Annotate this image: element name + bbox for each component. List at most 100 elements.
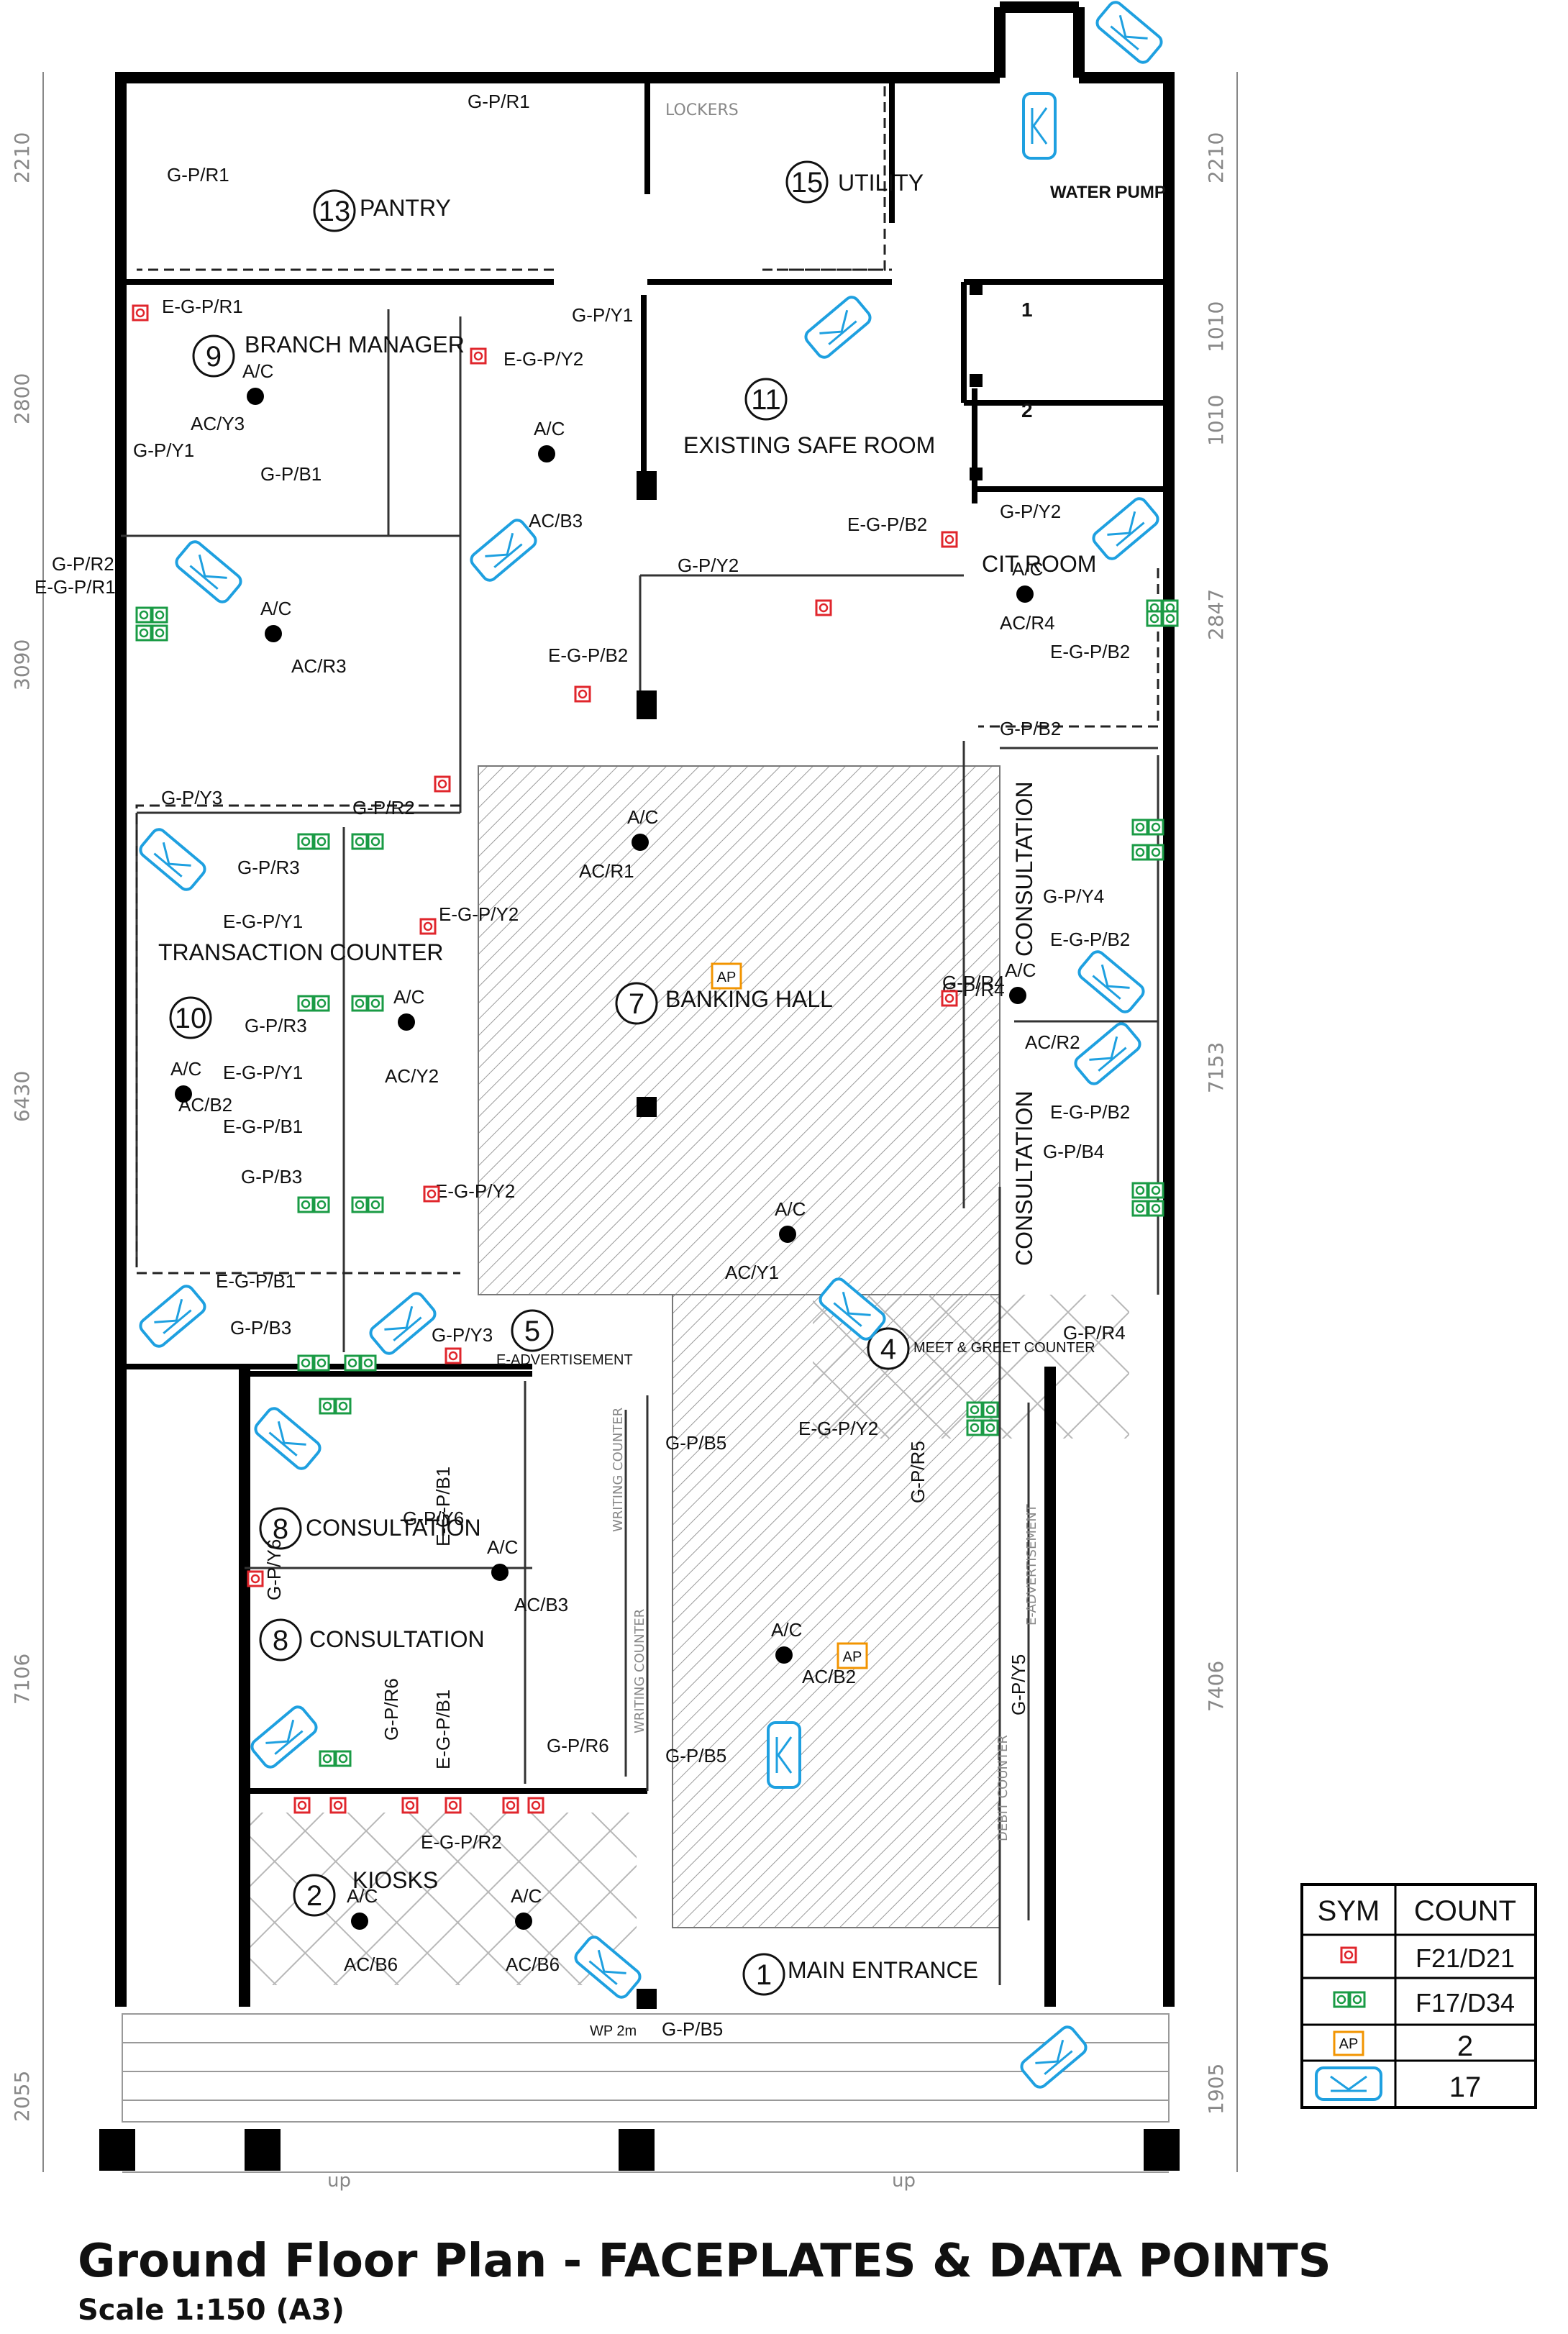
dim-right-3: 1010 (1204, 395, 1228, 446)
cctv-camera-icon (1074, 1022, 1141, 1085)
access-point-icon (1333, 2030, 1364, 2056)
faceplate-green-icon (367, 995, 384, 1012)
cctv-camera-icon (1020, 2025, 1088, 2089)
cctv-camera-icon (1077, 950, 1145, 1013)
room-name-safe-room: EXISTING SAFE ROOM (683, 432, 935, 458)
dim-right-7: 1905 (1204, 2064, 1228, 2115)
circuit-label: E-ADVERTISEMENT (496, 1352, 633, 1368)
faceplate-green-icon (1131, 1200, 1149, 1217)
faceplate-green-icon (982, 1401, 999, 1418)
faceplate-green-icon (351, 995, 368, 1012)
faceplate-red-icon (445, 1797, 462, 1814)
circuit-label: AC/R1 (579, 860, 634, 882)
ac-label: A/C (393, 986, 424, 1008)
room-number-1: 1 (756, 1959, 772, 1991)
faceplate-green-icon-socket (370, 998, 380, 1008)
faceplate-green-icon-socket (1135, 1185, 1145, 1195)
room-number-2: 2 (306, 1880, 322, 1912)
faceplate-green-icon (1162, 610, 1179, 627)
room-number-11: 11 (751, 384, 781, 416)
ac-label: A/C (771, 1619, 802, 1641)
toilet-2-label: 2 (1021, 399, 1033, 421)
faceplate-green-icon-socket (363, 1358, 373, 1368)
circuit-label: E-G-P/B2 (847, 514, 927, 535)
faceplate-green-icon (351, 833, 368, 850)
circuit-label: E-G-P/R2 (421, 1831, 502, 1853)
faceplate-red-icon (329, 1797, 347, 1814)
circuit-label: G-P/R6 (547, 1735, 609, 1756)
circuit-label: G-P/B5 (665, 1432, 726, 1454)
faceplate-green-icon-socket (1151, 822, 1161, 832)
circuit-label: E-G-P/Y1 (223, 911, 303, 932)
faceplate-green-icon (297, 1354, 314, 1372)
faceplate-green-icon-socket (1151, 1203, 1161, 1213)
stair-label-right: up (892, 2170, 916, 2192)
faceplate-red-icon-socket (427, 1189, 437, 1199)
faceplate-green-icon-socket (1151, 847, 1161, 857)
legend-count-green: F17/D34 (1416, 1988, 1515, 2018)
circuit-label: AC/B2 (802, 1666, 856, 1687)
access-point-icon (837, 1642, 868, 1669)
debit-counter-vertical: DEBIT COUNTER (995, 1735, 1011, 1841)
cctv-camera-icon (139, 828, 206, 891)
ac-label: A/C (534, 418, 565, 439)
circuit-label: G-P/Y6 (263, 1539, 285, 1600)
faceplate-green-icon-socket (347, 1358, 357, 1368)
faceplate-green-icon (313, 1354, 330, 1372)
room-name-consultation-a: CONSULTATION (306, 1515, 481, 1541)
faceplate-red-icon-socket (448, 1351, 458, 1361)
faceplate-green-icon-socket (1135, 1203, 1145, 1213)
circuit-label: G-P/Y1 (133, 439, 194, 461)
plan-scale: Scale 1:150 (A3) (78, 2294, 345, 2327)
faceplate-green-icon (1131, 819, 1149, 836)
faceplate-green-icon (297, 995, 314, 1012)
circuit-label: AC/Y1 (725, 1262, 779, 1283)
ac-label: A/C (775, 1198, 806, 1220)
faceplate-red-icon-socket (819, 603, 829, 613)
columns (99, 282, 1180, 2171)
legend-count-camera: 17 (1449, 2071, 1482, 2103)
faceplate-green-icon-socket (301, 998, 311, 1008)
cit-room-label: CIT ROOM (982, 551, 1096, 577)
faceplate-green-icon-socket (155, 610, 165, 620)
circuit-label: AC/R3 (291, 655, 347, 677)
faceplate-green-icon-socket (301, 1358, 311, 1368)
circuit-label: AC/B6 (344, 1954, 398, 1975)
faceplate-red-icon (401, 1797, 419, 1814)
faceplate-red-icon-socket (333, 1800, 343, 1810)
faceplate-red-icon (1340, 1946, 1357, 1964)
room-name-banking-hall: BANKING HALL (665, 986, 833, 1012)
faceplate-red-icon-socket (944, 534, 954, 544)
faceplate-red-icon (574, 685, 591, 703)
faceplate-green-icon-socket (970, 1405, 980, 1415)
faceplate-green-icon (1147, 844, 1164, 861)
faceplate-green-icon-socket (370, 1200, 380, 1210)
circuit-label: G-P/R2 (52, 553, 114, 575)
circuit-label: E-G-P/B1 (216, 1270, 296, 1292)
circuit-label: AC/B6 (506, 1954, 560, 1975)
circuit-label: G-P/R5 (907, 1441, 929, 1503)
faceplate-green-icon (313, 1196, 330, 1213)
ac-point-icon (491, 1564, 509, 1581)
writing-counter-1: WRITING COUNTER (611, 1408, 626, 1532)
cctv-camera-icon (470, 519, 537, 582)
faceplate-green-icon-socket (1151, 1185, 1161, 1195)
legend-header-sym: SYM (1318, 1895, 1380, 1927)
faceplate-green-icon-socket (139, 628, 149, 638)
room-name-meet-greet: MEET & GREET COUNTER (913, 1340, 1095, 1356)
cctv-camera-icon (175, 540, 242, 603)
ac-label: A/C (170, 1058, 201, 1080)
circuit-label: G-P/B1 (260, 463, 322, 485)
faceplate-red-icon (423, 1185, 440, 1203)
circuit-label: G-P/Y6 (403, 1508, 464, 1529)
room-number-7: 7 (629, 988, 644, 1020)
access-point-label: AP (1339, 2036, 1359, 2052)
faceplate-green-icon-socket (370, 836, 380, 847)
faceplate-green-icon-socket (1149, 614, 1159, 624)
circuit-label: E-G-P/B2 (1050, 1101, 1130, 1123)
ac-point-icon (1009, 987, 1026, 1004)
circuit-label: AC/Y2 (385, 1065, 439, 1087)
faceplate-green-icon-socket (155, 628, 165, 638)
cctv-camera-icon (139, 1285, 206, 1348)
ac-point-icon (538, 445, 555, 462)
